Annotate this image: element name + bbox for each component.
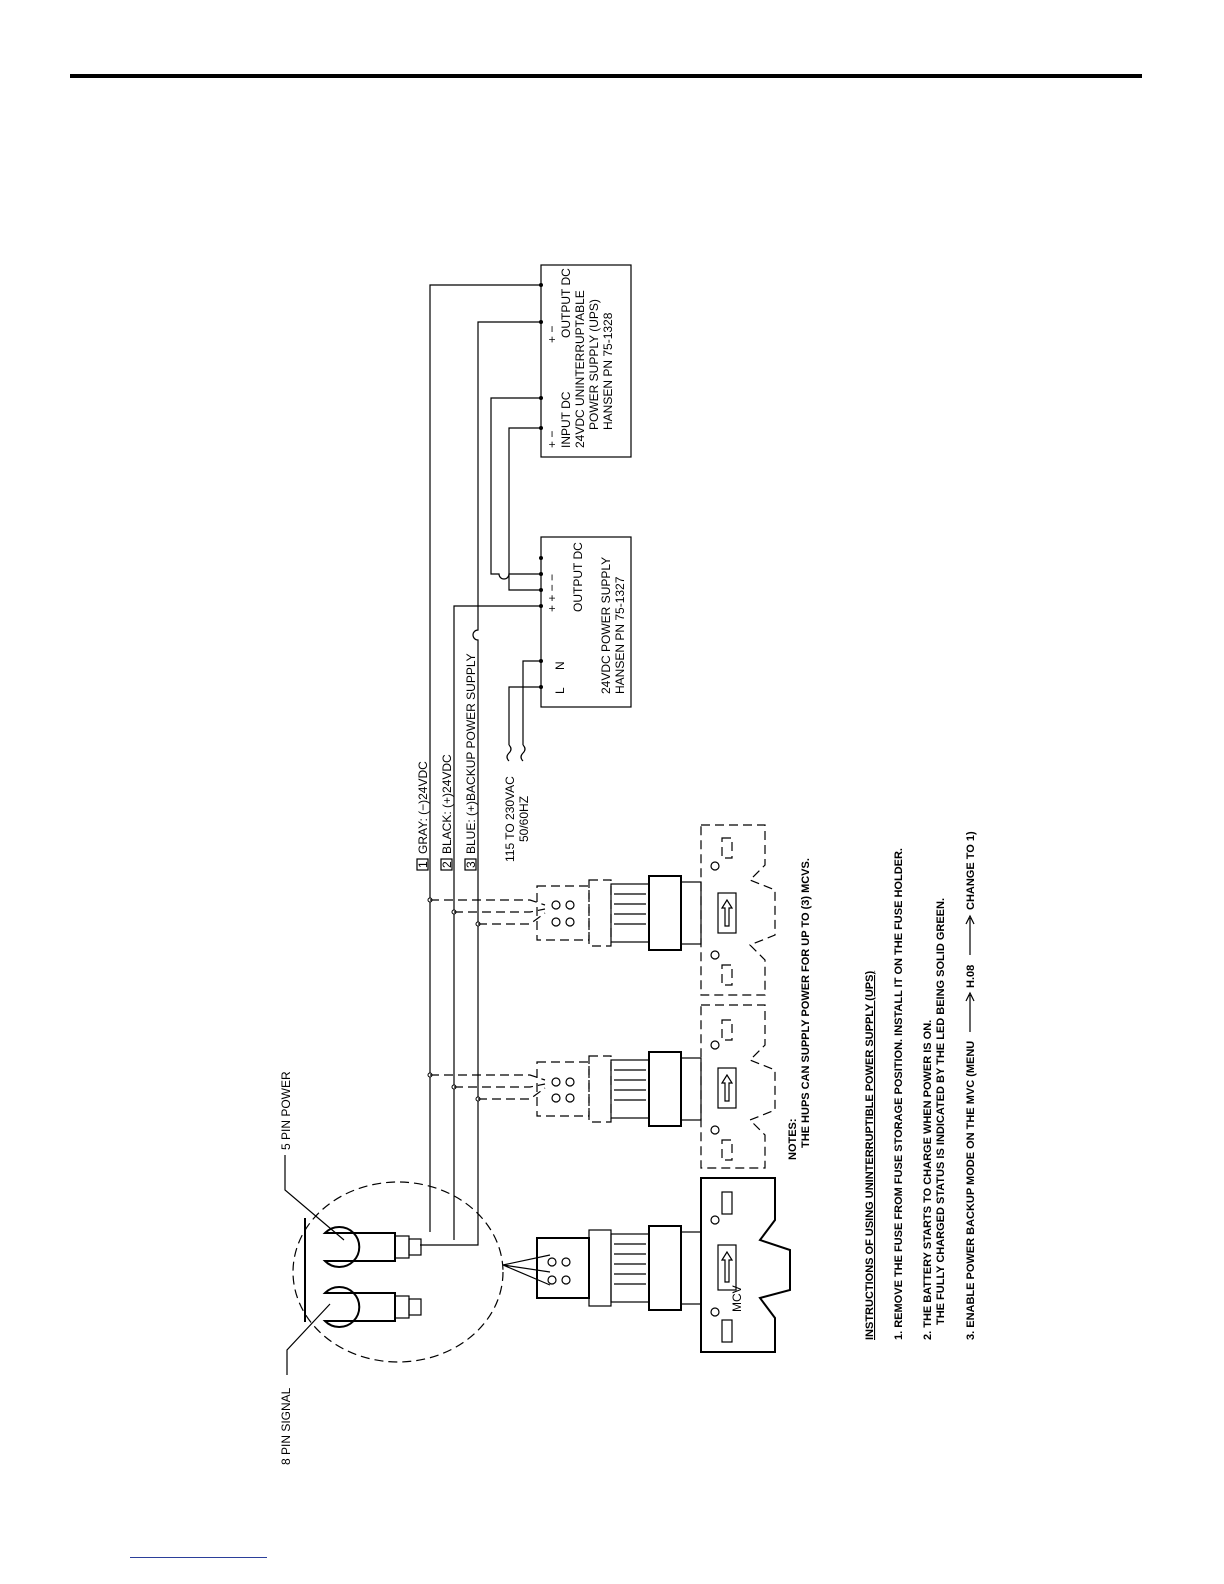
psu-line-terminal: L — [553, 687, 567, 694]
ups-box: + − + − INPUT DC OUTPUT DC 24VDC UNINTER… — [539, 264, 632, 458]
mcv-label: MCV — [730, 1285, 744, 1312]
instruction-step-2a: 2. THE BATTERY STARTS TO CHARGE WHEN POW… — [922, 1020, 934, 1340]
8-pin-signal-label: 8 PIN SIGNAL — [279, 1387, 293, 1465]
ups-input-dc-label: INPUT DC — [559, 391, 573, 448]
psu-terminal-signs: + + − − — [545, 574, 559, 612]
ups-terminal-signs-output: + − — [545, 326, 559, 343]
5-pin-leader — [284, 1155, 345, 1241]
menu-arrow-icon — [965, 991, 975, 1032]
instruction-step-2b: THE FULLY CHARGED STATUS IS INDICATED BY… — [935, 898, 947, 1325]
link-psu-minus-ups-input — [490, 397, 541, 580]
wire-gray — [429, 284, 541, 1232]
flow-arrow-icon — [720, 1250, 734, 1283]
mcv-valve-dashed-2 — [536, 1004, 776, 1169]
ups-part-number: HANSEN PN 75-1328 — [601, 312, 615, 430]
dashed-tap-1 — [430, 899, 546, 925]
dashed-tap-2 — [430, 1074, 546, 1100]
footer-link-rule — [130, 1557, 267, 1558]
wire-1-number: 1 — [416, 861, 430, 868]
flow-arrow-icon — [720, 1073, 734, 1102]
ups-title: 24VDC UNINTERRUPTABLE — [573, 290, 587, 448]
wire-3-label: BLUE: (+)BACKUP POWER SUPPLY — [464, 653, 478, 854]
ac-line-wire — [508, 686, 541, 745]
ac-voltage-label: 115 TO 230VAC — [503, 776, 517, 862]
mcv-valve-dashed-3 — [536, 824, 776, 996]
psu-output-dc-label: OUTPUT DC — [571, 542, 585, 612]
instructions-heading: INSTRUCTIONS OF USING UNINTERRUPTIBLE PO… — [864, 971, 876, 1340]
notes-heading: NOTES: — [787, 1118, 799, 1160]
instruction-step-1: 1. REMOVE THE FUSE FROM FUSE STORAGE POS… — [893, 848, 905, 1340]
5-pin-power-label: 5 PIN POWER — [279, 1071, 293, 1150]
instruction-step-3-menu: H.08 — [965, 965, 977, 988]
wire-2-label: BLACK: (+)24VDC — [440, 754, 454, 854]
change-arrow-icon — [965, 914, 975, 955]
instructions-block: INSTRUCTIONS OF USING UNINTERRUPTIBLE PO… — [864, 831, 977, 1340]
psu-minus-terminal-2 — [539, 556, 543, 560]
header-rule — [70, 74, 1142, 78]
8-pin-leader — [286, 1303, 331, 1375]
ups-terminal-signs-input: + − — [545, 431, 559, 448]
ac-frequency-label: 50/60HZ — [517, 796, 531, 842]
ac-break-symbol — [506, 744, 526, 762]
wire-blue — [453, 605, 541, 1240]
ups-output-dc-label: OUTPUT DC — [559, 268, 573, 338]
connector-detail — [284, 1155, 551, 1375]
wire-black — [420, 321, 541, 1246]
flow-arrow-icon — [720, 898, 734, 927]
psu-neutral-terminal: N — [553, 661, 567, 670]
link-psu-plus-ups-input — [508, 427, 541, 591]
wire-3-number: 3 — [464, 861, 478, 868]
mcv-body — [700, 1177, 791, 1353]
psu-title: 24VDC POWER SUPPLY — [599, 557, 613, 694]
psu-part-number: HANSEN PN 75-1327 — [613, 576, 627, 694]
instruction-step-3-change: CHANGE TO 1) — [965, 831, 977, 910]
notes-text: THE HUPS CAN SUPPLY POWER FOR UP TO (3) … — [800, 858, 812, 1148]
instruction-step-3a: 3. ENABLE POWER BACKUP MODE ON THE MVC (… — [965, 1041, 977, 1340]
psu-box: + + − − OUTPUT DC L N 24VDC POWER SUPPLY… — [539, 536, 632, 708]
5-pin-power-connector — [322, 1226, 396, 1268]
wire-labels: 1 GRAY: (−)24VDC 2 BLACK: (+)24VDC 3 BLU… — [416, 653, 478, 871]
wire-2-number: 2 — [440, 861, 454, 868]
detail-to-mcv-lines — [502, 1254, 551, 1286]
mcv-valve — [536, 1177, 791, 1353]
notes-block: NOTES: THE HUPS CAN SUPPLY POWER FOR UP … — [787, 858, 812, 1160]
ups-subtitle: POWER SUPPLY (UPS) — [587, 299, 601, 430]
ac-input-label: 115 TO 230VAC 50/60HZ — [503, 776, 531, 862]
ac-neutral-wire — [522, 660, 541, 745]
wire-1-label: GRAY: (−)24VDC — [416, 761, 430, 854]
supply-wiring — [420, 284, 546, 1246]
8-pin-signal-connector — [322, 1286, 396, 1328]
